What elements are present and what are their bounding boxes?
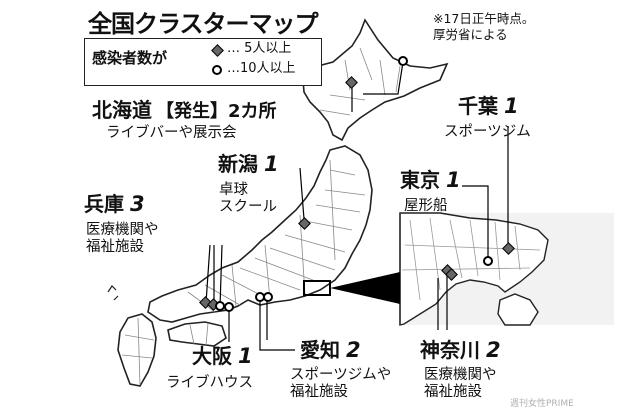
hokkaido-sub: ライブバーや展示会 xyxy=(106,125,237,141)
tokyo-name: 東京 xyxy=(400,168,440,192)
chiba-name: 千葉 xyxy=(458,94,498,118)
tokyo-sub: 屋形船 xyxy=(404,198,448,214)
kyushu-island xyxy=(117,313,157,387)
hokkaido-circle-marker-icon xyxy=(398,56,408,66)
legend-circle-text: …10人以上 xyxy=(227,61,296,76)
hyogo-sub: 医療機関や 福祉施設 xyxy=(86,222,159,255)
aichi-count: 2 xyxy=(346,338,361,362)
aichi-name: 愛知 xyxy=(300,338,340,362)
leader-lines xyxy=(205,61,509,351)
chiba-sub: スポーツジム xyxy=(444,124,531,140)
tokyo-count: 1 xyxy=(446,168,461,192)
niigata-name: 新潟 xyxy=(218,152,258,176)
kanagawa-sub: 医療機関や 福祉施設 xyxy=(424,367,497,400)
osaka-circle-marker-icon xyxy=(224,302,234,312)
tokyo-circle-marker-icon xyxy=(483,256,493,266)
hyogo-name: 兵庫 xyxy=(84,192,124,216)
circle-marker-icon xyxy=(212,65,222,75)
osaka-name: 大阪 xyxy=(192,344,232,368)
hokkaido-island xyxy=(302,18,449,142)
map-title: 全国クラスターマップ xyxy=(88,10,319,38)
shikoku-island xyxy=(167,321,227,347)
source-note: ※17日正午時点。 厚労省による xyxy=(433,11,535,42)
hokkaido-name: 北海道 xyxy=(92,98,152,122)
chiba-count: 1 xyxy=(504,94,519,118)
legend-label: 感染者数が xyxy=(92,49,168,67)
brand-watermark: 週刊女性PRIME xyxy=(510,399,574,409)
hokkaido-count: 【発生】2カ所 xyxy=(156,101,277,122)
aichi-circle-marker-icon-2 xyxy=(263,292,273,302)
legend-box xyxy=(84,38,322,86)
hyogo-count: 3 xyxy=(130,192,145,216)
niigata-sub: 卓球 スクール xyxy=(219,182,277,215)
honshu-island xyxy=(147,145,373,323)
osaka-count: 1 xyxy=(238,344,253,368)
aichi-sub: スポーツジムや 福祉施設 xyxy=(290,367,392,400)
inset-pointer xyxy=(330,272,400,304)
kanagawa-count: 2 xyxy=(486,338,501,362)
hokkaido-label: 北海道【発生】2カ所 xyxy=(92,100,277,121)
osaka-sub: ライブハウス xyxy=(166,375,253,391)
legend-diamond-text: … 5人以上 xyxy=(227,41,292,56)
niigata-count: 1 xyxy=(264,152,279,176)
kanagawa-name: 神奈川 xyxy=(420,338,480,362)
